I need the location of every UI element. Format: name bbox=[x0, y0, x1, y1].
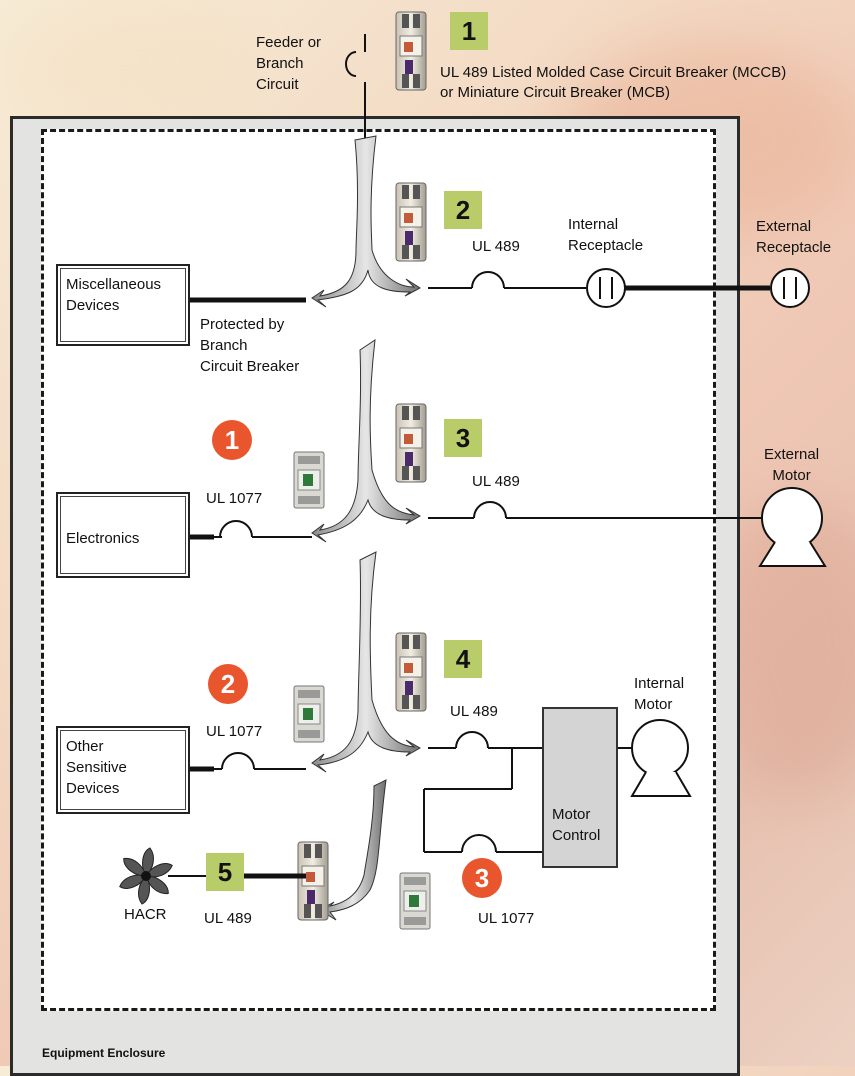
number-circle-2: 2 bbox=[208, 664, 248, 704]
row1-ul489-label: UL 489 bbox=[472, 238, 520, 255]
fan-icon bbox=[119, 847, 173, 905]
row4-ul489-label: UL 489 bbox=[204, 910, 252, 927]
electronics-box: Electronics bbox=[56, 492, 190, 578]
row4-ul1077-label: UL 1077 bbox=[478, 910, 535, 927]
number-circle-1: 1 bbox=[212, 420, 252, 460]
other-sensitive-box: Other Sensitive Devices bbox=[56, 726, 190, 814]
row3-ul489-label: UL 489 bbox=[450, 703, 498, 720]
external-motor-label: External Motor bbox=[764, 446, 820, 484]
row2-ul1077-label: UL 1077 bbox=[206, 490, 263, 507]
motor-control-label: Motor Control bbox=[552, 806, 601, 844]
internal-motor-label: Internal Motor bbox=[634, 675, 685, 713]
number-square-5: 5 bbox=[206, 853, 244, 891]
internal-receptacle-label: Internal Receptacle bbox=[568, 216, 644, 254]
number-square-2: 2 bbox=[444, 191, 482, 229]
breaker-desc-line1: UL 489 Listed Molded Case Circuit Breake… bbox=[440, 64, 787, 81]
row2-ul489-label: UL 489 bbox=[472, 473, 520, 490]
feeder-label: Feeder or Branch Circuit bbox=[256, 34, 322, 93]
motor-control-box bbox=[542, 707, 618, 868]
breaker-desc-line2: or Miniature Circuit Breaker (MCB) bbox=[440, 84, 671, 101]
number-circle-3: 3 bbox=[462, 858, 502, 898]
misc-devices-box: Miscellaneous Devices bbox=[56, 264, 190, 346]
external-receptacle-label: External Receptacle bbox=[756, 218, 832, 256]
number-square-1: 1 bbox=[450, 12, 488, 50]
row3-ul1077-label: UL 1077 bbox=[206, 723, 263, 740]
protected-by-label: Protected by Branch Circuit Breaker bbox=[200, 316, 300, 375]
equipment-enclosure-label: Equipment Enclosure bbox=[42, 1046, 166, 1060]
number-square-3: 3 bbox=[444, 419, 482, 457]
hacr-label: HACR bbox=[124, 906, 167, 923]
number-square-4: 4 bbox=[444, 640, 482, 678]
